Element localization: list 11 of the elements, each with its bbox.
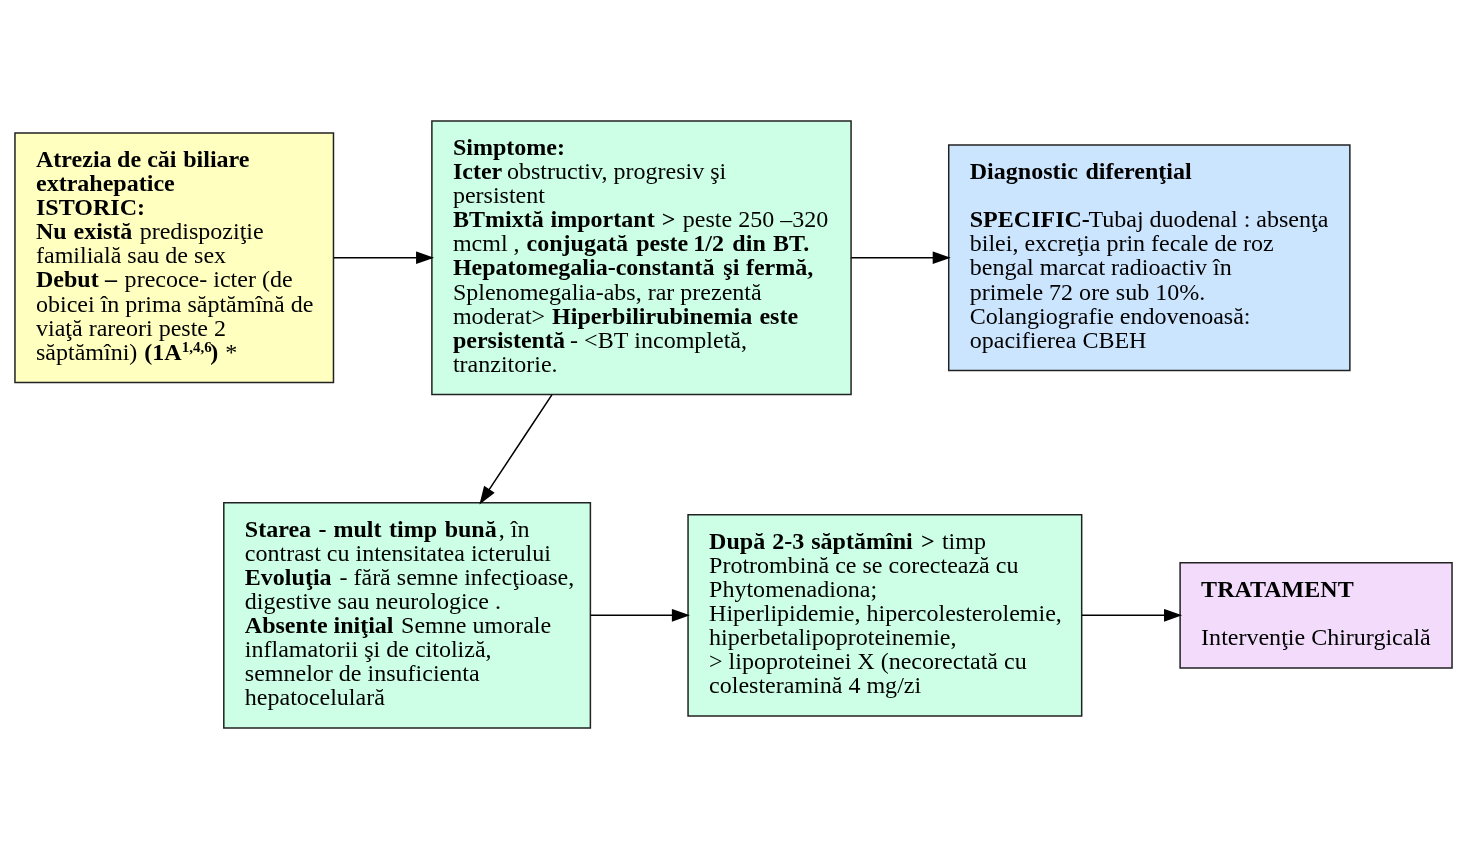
node-box: Diagnostic diferenţial SPECIFIC-Tubaj duodenal : absenţa bilei, excreţia prin fecale de roz bengal marcat radioactiv în primele 72 ore sub 10%. Colangiografie endovenoasă: opacifierea CBEH — [947, 144, 1351, 372]
node-box: Atrezia de căi biliare extrahepatice ISTORIC: Nu există predispoziţie familială sau de sex Debut – precoce- icter (de obicei în prima săptămînă de viaţă rareori peste 2 săptămîni) (1A$^{1,4,6}$)* — [14, 132, 335, 384]
arrow — [850, 251, 951, 265]
node-box: După 2-3 săptămîni > timp Protrombină ce se corectează cu Phytomenadiona; Hiperlipidemie, hipercolesterolemie, hiperbetalipoproteinemie, > lipoproteinei X (necorectată cu colesteramină 4 mg/zi — [687, 513, 1083, 717]
arrow — [333, 251, 435, 265]
node-box: Starea - mult timp bună, în contrast cu intensitatea icterului Evoluţia - fără semne infecţioase, digestive sau neurologice . Absente iniţial Semne umorale inflamatorii şi de citoliză, semnelor de insuficienta hepatocelulară — [223, 501, 592, 729]
node-box: Simptome: Icter obstructiv, progresiv şi persistent BTmixtă important > peste 250 –320 mcml , conjugată peste 1/2 din BT. Hepatomegalia-constantă şi fermă, Splenomegalia-abs, rar prezentă moderat> Hiperbilirubinemia este persistentă - <BT incompletă, tranzitorie. — [431, 120, 852, 396]
node-box: TRATAMENT Intervenţie Chirurgicală — [1179, 561, 1453, 669]
arrow — [1081, 609, 1183, 622]
arrow — [589, 609, 690, 622]
arrow — [479, 394, 553, 505]
